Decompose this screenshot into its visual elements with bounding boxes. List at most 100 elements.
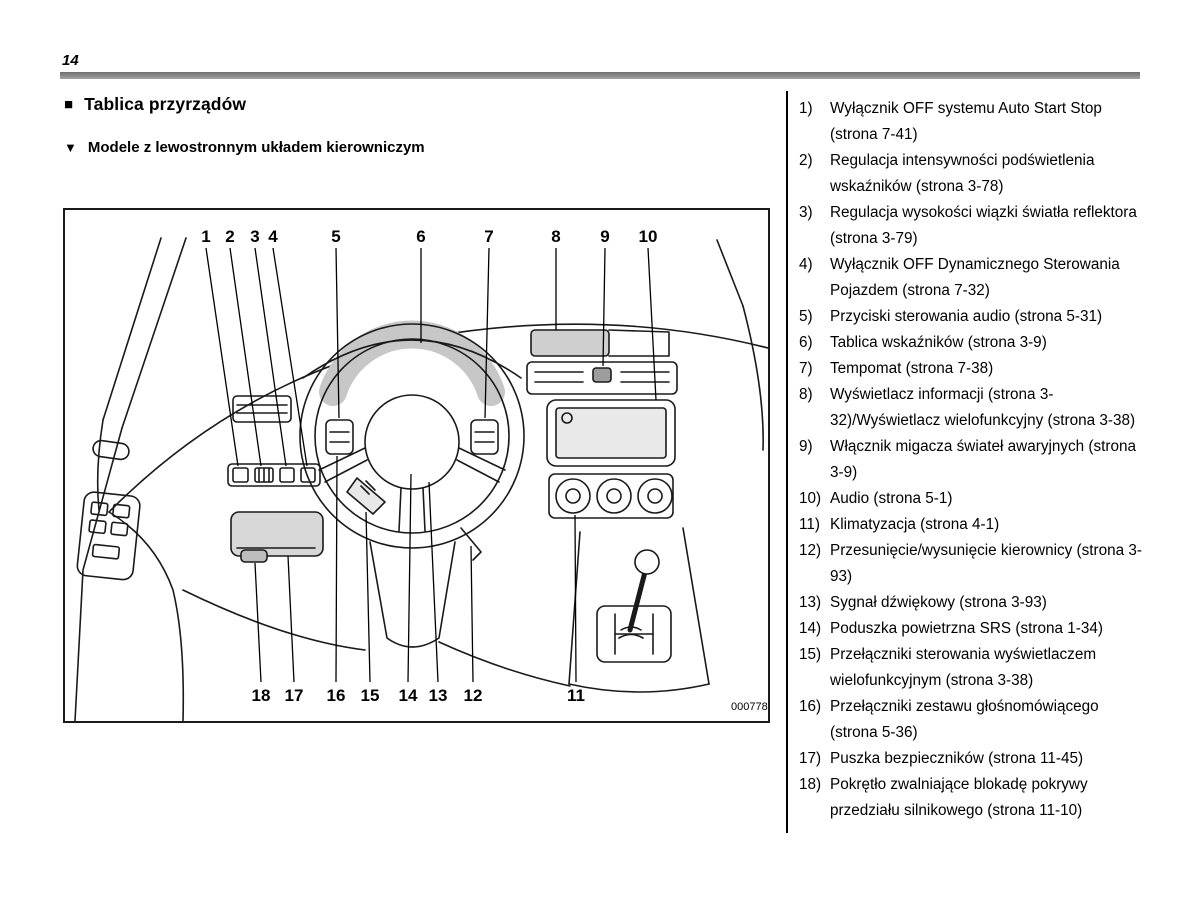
steering-wheel [299, 323, 525, 549]
tilt-telescopic-lever [460, 527, 482, 561]
legend-item-text: Poduszka powietrzna SRS (strona 1-34) [830, 620, 1103, 637]
page-number: 14 [62, 52, 79, 69]
legend-item-number: 17) [799, 750, 822, 767]
legend-item-number: 3) [799, 204, 813, 221]
legend-item-number: 15) [799, 646, 822, 663]
legend-item-number: 1) [799, 100, 813, 117]
legend-item-18: 18) Pokrętło zwalniające blokadę pokrywy … [799, 772, 1147, 824]
steering-column [369, 541, 456, 648]
column-divider [786, 91, 788, 833]
legend-item-10: 10) Audio (strona 5-1) [799, 486, 1147, 512]
center-air-vents [526, 361, 678, 395]
legend-item-14: 14) Poduszka powietrzna SRS (strona 1-34) [799, 616, 1147, 642]
legend-item-2: 2) Regulacja intensywności podświetlenia … [799, 148, 1147, 200]
fuse-box-cover [230, 511, 324, 557]
callout-14: 14 [399, 686, 418, 705]
callout-15: 15 [361, 686, 380, 705]
knee-bolster-line [182, 589, 366, 651]
legend-item-1: 1)Wyłącznik OFF systemu Auto Start Stop … [799, 96, 1147, 148]
legend-item-text: Klimatyzacja (strona 4-1) [830, 516, 1000, 533]
cruise-control-pad [470, 419, 499, 455]
square-bullet-icon: ■ [64, 96, 74, 113]
legend-item-15: 15) Przełączniki sterowania wyświetlaczem… [799, 642, 1147, 694]
callout-13: 13 [429, 686, 448, 705]
legend-item-number: 14) [799, 620, 822, 637]
callout-11: 11 [567, 686, 585, 705]
header-rule [60, 72, 1140, 79]
legend-item-text: Tempomat (strona 7-38) [830, 360, 994, 377]
information-display [530, 329, 610, 357]
legend-item-text: Przełączniki sterowania wyświetlaczem wi… [830, 646, 1097, 689]
legend-item-number: 13) [799, 594, 822, 611]
legend-item-text: Przełączniki zestawu głośnomówiącego (st… [830, 698, 1099, 741]
audio-control-pad [325, 419, 354, 455]
section-title: Tablica przyrządów [84, 94, 247, 114]
legend-item-text: Przyciski sterowania audio (strona 5-31) [830, 308, 1103, 325]
section-heading: ■ Tablica przyrządów [64, 94, 246, 115]
instrument-cluster [319, 320, 505, 406]
hood-release-knob [240, 549, 268, 563]
legend-item-number: 7) [799, 360, 813, 377]
legend-item-number: 18) [799, 776, 822, 793]
legend-item-number: 2) [799, 152, 813, 169]
callout-leader-lines [205, 247, 657, 683]
callout-8: 8 [551, 227, 560, 246]
left-switch-panel [227, 463, 321, 487]
callout-4: 4 [268, 227, 278, 246]
legend-item-text: Puszka bezpieczników (strona 11-45) [830, 750, 1084, 767]
legend-item-17: 17) Puszka bezpieczników (strona 11-45) [799, 746, 1147, 772]
hazard-flasher-switch [592, 367, 612, 383]
legend-item-text: Pokrętło zwalniające blokadę pokrywy prz… [830, 776, 1088, 819]
airbag-horn-hub [364, 394, 460, 490]
climate-control-panel [548, 473, 674, 519]
legend-item-6: 6) Tablica wskaźników (strona 3-9) [799, 330, 1147, 356]
callout-1: 1 [201, 227, 210, 246]
legend-item-number: 9) [799, 438, 813, 455]
cluster-binnacle-hood [302, 339, 522, 379]
triangle-bullet-icon: ▼ [64, 140, 77, 155]
legend-item-text: Sygnał dźwiękowy (strona 3-93) [830, 594, 1047, 611]
callout-10: 10 [639, 227, 658, 246]
legend-item-text: Wyłącznik OFF Dynamicznego Sterowania Po… [830, 256, 1120, 299]
legend-item-13: 13) Sygnał dźwiękowy (strona 3-93) [799, 590, 1147, 616]
legend-item-number: 10) [799, 490, 822, 507]
vdc-off-switch [300, 467, 316, 483]
audio-unit [546, 399, 676, 467]
subsection-title: Modele z lewostronnym układem kierownicz… [87, 139, 425, 156]
dashboard-diagram: 1 2 3 4 5 6 7 8 9 10 18 17 16 15 14 13 1… [74, 227, 768, 721]
legend-item-8: 8)Wyświetlacz informacji (strona 3-32)/W… [799, 382, 1147, 434]
legend-item-11: 11) Klimatyzacja (strona 4-1) [799, 512, 1147, 538]
legend-item-16: 16) Przełączniki zestawu głośnomówiącego … [799, 694, 1147, 746]
callout-12: 12 [464, 686, 483, 705]
callout-5: 5 [331, 227, 340, 246]
subsection-heading: ▼ Modele z lewostronnym układem kierownic… [64, 139, 425, 156]
legend-item-text: Tablica wskaźników (strona 3-9) [830, 334, 1047, 351]
callout-18: 18 [252, 686, 271, 705]
legend-item-number: 11) [799, 516, 820, 533]
legend-item-number: 16) [799, 698, 822, 715]
legend-item-text: Włącznik migacza świateł awaryjnych (str… [830, 438, 1137, 481]
legend-list: 1)Wyłącznik OFF systemu Auto Start Stop … [799, 96, 1147, 824]
callout-2: 2 [225, 227, 234, 246]
callout-7: 7 [484, 227, 493, 246]
legend-item-text: Audio (strona 5-1) [830, 490, 953, 507]
figure-code: 000778 [731, 701, 768, 713]
callout-17: 17 [285, 686, 304, 705]
gear-shifter [568, 527, 710, 693]
legend-item-7: 7) Tempomat (strona 7-38) [799, 356, 1147, 382]
legend-item-number: 5) [799, 308, 813, 325]
callout-9: 9 [600, 227, 609, 246]
callout-3: 3 [250, 227, 259, 246]
door-handle [92, 439, 130, 461]
callout-numbers: 1 2 3 4 5 6 7 8 9 10 18 17 16 15 14 13 1… [201, 227, 657, 705]
legend-item-9: 9) Włącznik migacza świateł awaryjnych (s… [799, 434, 1147, 486]
dashboard-figure: 1 2 3 4 5 6 7 8 9 10 18 17 16 15 14 13 1… [63, 208, 770, 723]
lower-dash-line [438, 641, 571, 687]
legend-item-number: 6) [799, 334, 813, 351]
legend-item-text: Regulacja intensywności podświetlenia ws… [830, 152, 1095, 195]
auto-start-stop-off-switch [232, 467, 249, 483]
window-switch-panel [76, 491, 141, 581]
legend-item-5: 5) Przyciski sterowania audio (strona 5-3… [799, 304, 1147, 330]
headlight-leveling-switch [279, 467, 295, 483]
legend-item-text: Wyświetlacz informacji (strona 3-32)/Wyś… [830, 386, 1136, 429]
